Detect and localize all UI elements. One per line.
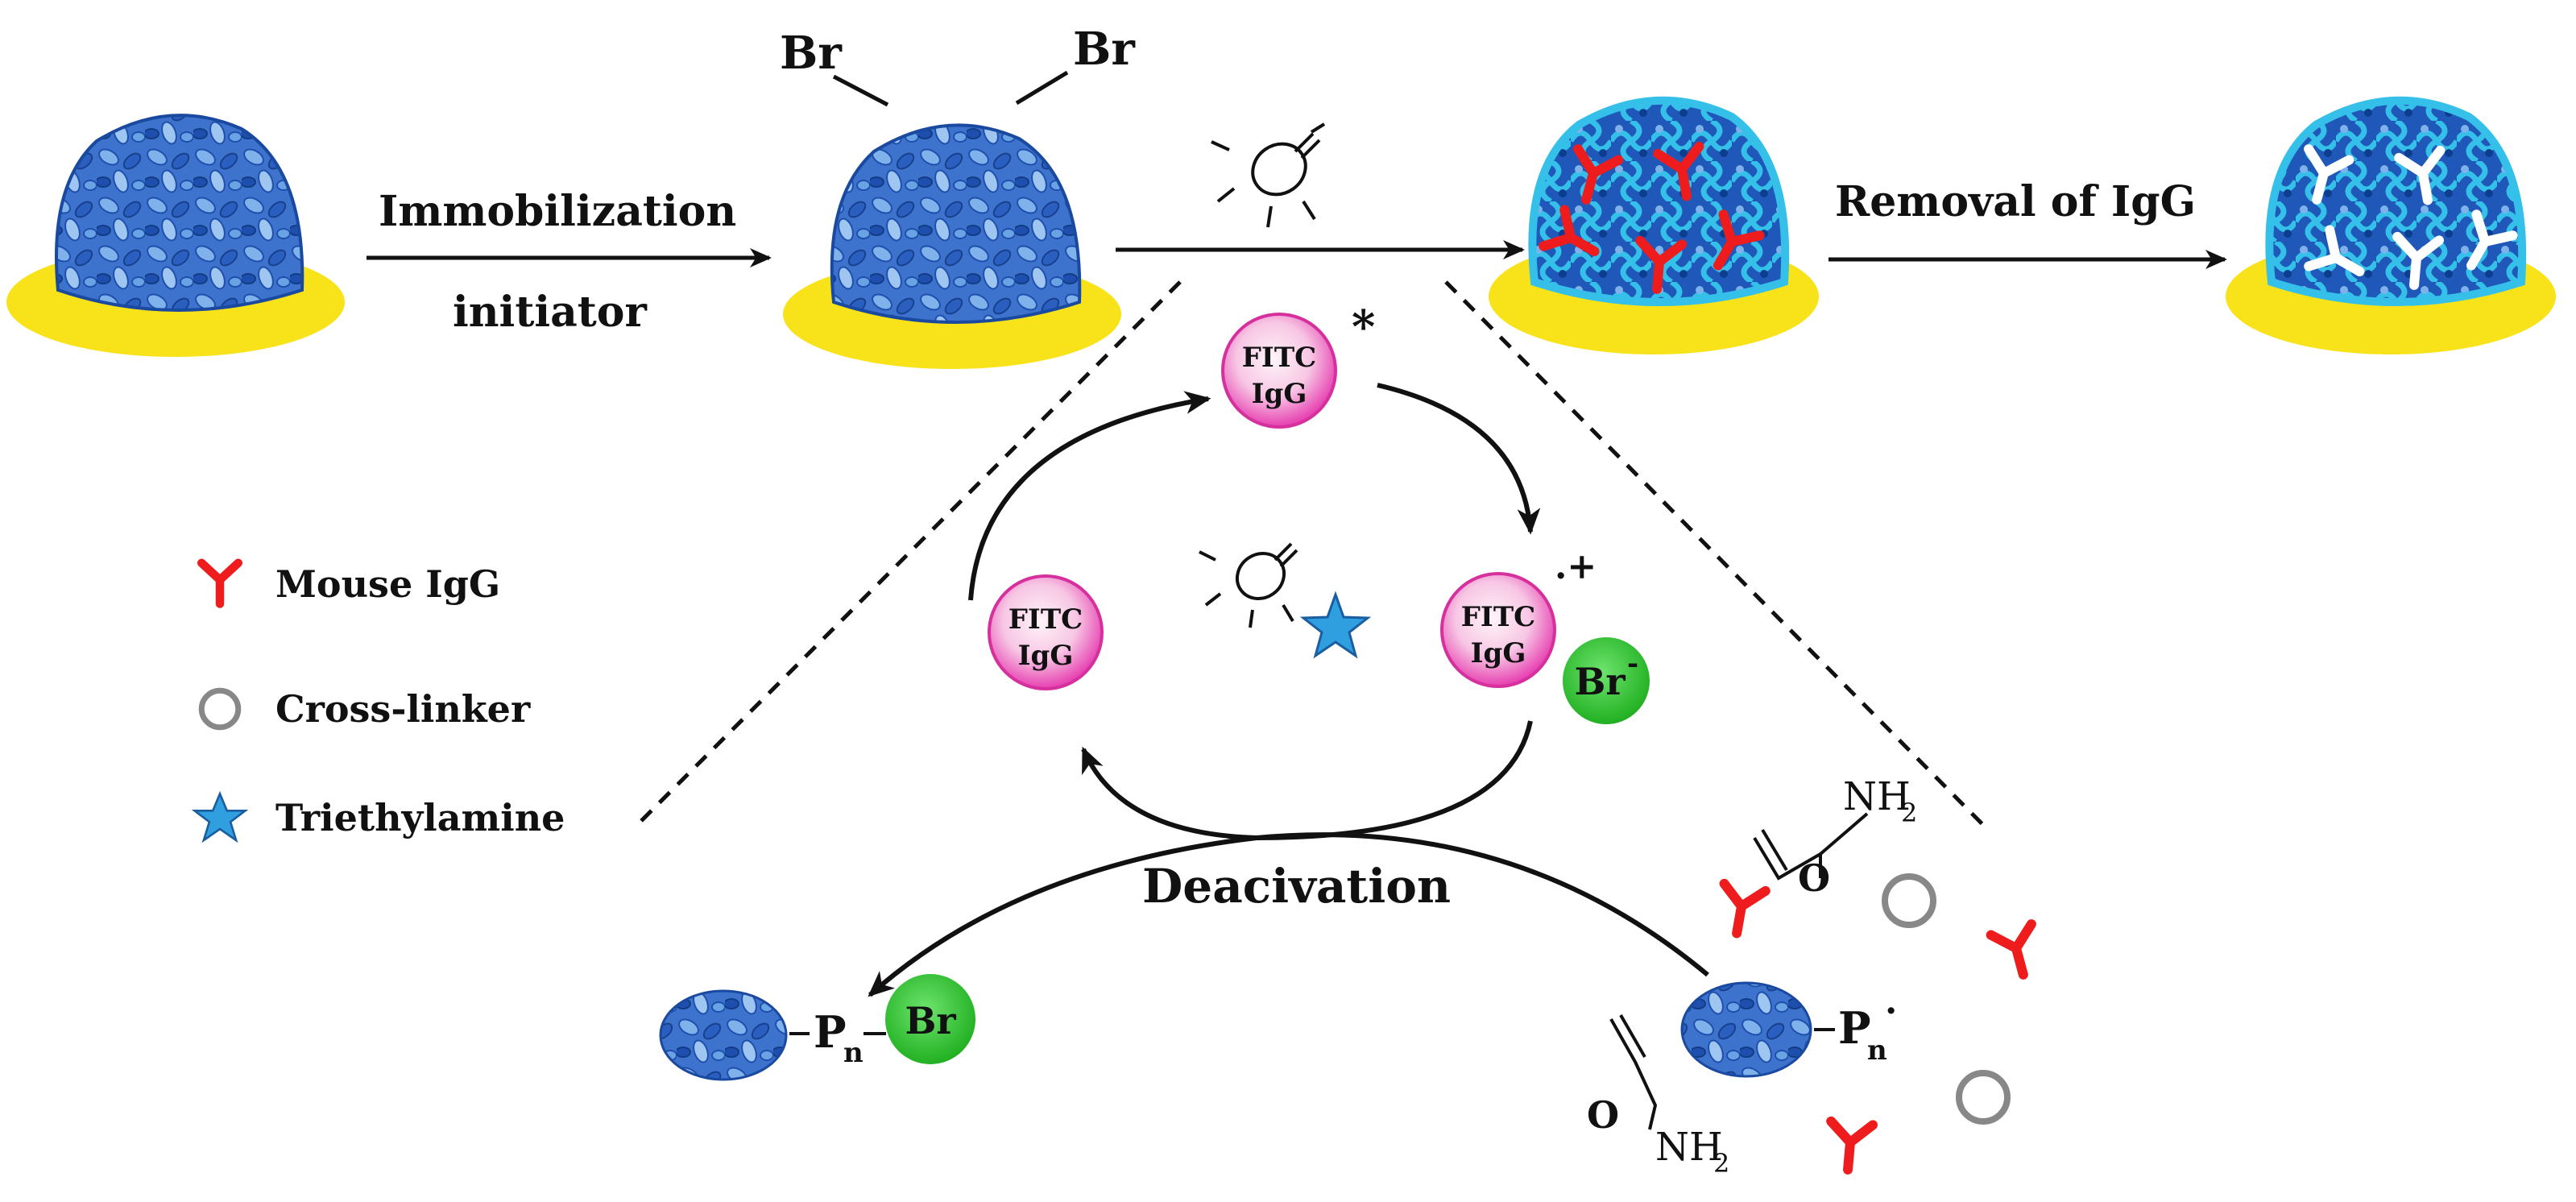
legend-label-cross-linker: Cross-linker (275, 687, 531, 731)
removal-label: Removal of IgG (1835, 177, 2196, 226)
fitc-label-excited: FITC (1242, 342, 1316, 374)
radical-dot: . (1885, 981, 1897, 1022)
dormant-polymer-chain: P n Br (659, 974, 975, 1081)
initiator-label: initiator (453, 288, 647, 337)
stage-2-particle (783, 123, 1121, 369)
cross-linker-ring (1882, 873, 1936, 928)
stage-3-imprinted-particle (1489, 96, 1819, 354)
bromide-anion (1563, 637, 1650, 724)
propagating-radical-chain: P n . (1680, 981, 1897, 1078)
acrylamide-monomer-top (1753, 812, 1869, 881)
polymer-p-label: P (814, 1006, 847, 1058)
legend-item-mouse-igg: Mouse IgG (192, 556, 500, 612)
br-bond-left (832, 74, 889, 107)
zoom-line-right (1444, 280, 1990, 831)
acrylamide-o-bottom: O (1587, 1093, 1619, 1137)
end-bromide (885, 974, 975, 1064)
igg-label-excited: IgG (1252, 378, 1307, 410)
antibody-icon (192, 556, 248, 612)
deactivation-label: Deacivation (1142, 859, 1451, 914)
radical-cation-mark: .+ (1555, 546, 1597, 587)
stage-1-particle (6, 114, 345, 357)
legend-label-triethylamine: Triethylamine (275, 796, 565, 839)
legend-label-mouse-igg: Mouse IgG (275, 562, 501, 606)
immobilization-label: Immobilization (379, 187, 736, 236)
ring-icon (198, 687, 242, 731)
light-bulb-icon (1211, 122, 1326, 228)
cross-linker-ring (1956, 1070, 2011, 1125)
br-label-right: Br (1073, 23, 1136, 76)
acrylamide-monomer-bottom (1609, 1014, 1658, 1130)
acrylamide-nh2-top-sub: 2 (1901, 798, 1917, 828)
deactivation-arrow (868, 832, 1709, 997)
cycle-arrow-excitation (968, 391, 1211, 601)
light-bulb-icon-cycle (1199, 542, 1298, 628)
end-bromide-label: Br (905, 999, 956, 1042)
br-label-left: Br (780, 27, 843, 80)
igg-label-ground: IgG (1018, 640, 1074, 672)
legend-item-cross-linker: Cross-linker (192, 681, 530, 737)
radical-n-label: n (1867, 1034, 1887, 1067)
cycle-arrow-regeneration (1081, 720, 1533, 841)
fitc-label-cation: FITC (1461, 601, 1535, 633)
fitc-igg-ground: FITC IgG (988, 574, 1104, 690)
excited-state-mark: * (1352, 300, 1375, 354)
fitc-igg-radical-cation: FITC IgG .+ Br - (1440, 546, 1650, 724)
bromide-anion-label: Br (1574, 660, 1626, 703)
br-bond-right (1015, 70, 1069, 106)
acrylamide-o-top: O (1798, 856, 1830, 900)
cycle-arrow-electron-transfer (1377, 383, 1541, 535)
acrylamide-nh2-bottom: NH (1655, 1125, 1723, 1170)
igg-label-cation: IgG (1471, 637, 1526, 669)
legend-item-triethylamine: Triethylamine (192, 790, 565, 846)
anion-sign: - (1627, 648, 1638, 680)
acrylamide-nh2-bottom-sub: 2 (1713, 1148, 1729, 1179)
fitc-igg-excited: FITC IgG * (1221, 300, 1375, 429)
acrylamide-nh2-top: NH (1843, 774, 1911, 819)
stage-4-template-removed-particle (2226, 96, 2556, 354)
polymer-n-label: n (843, 1037, 863, 1069)
triethylamine-star-icon (1299, 591, 1372, 659)
radical-p-label: P (1838, 1002, 1871, 1054)
star-icon (192, 790, 248, 843)
fitc-label-ground: FITC (1008, 603, 1083, 636)
